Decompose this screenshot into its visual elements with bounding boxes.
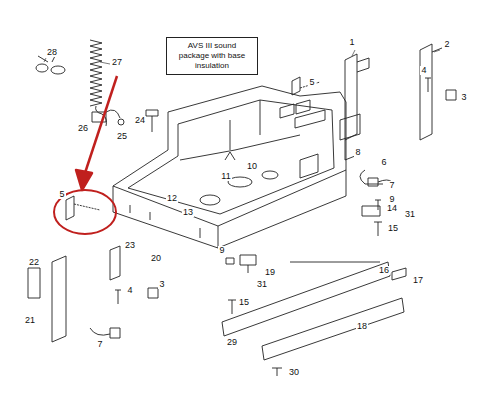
callout-number: 9 — [218, 246, 225, 255]
bracket-part — [66, 196, 100, 220]
screw-part — [272, 368, 282, 376]
callout-number: 23 — [124, 241, 136, 250]
clip-part — [362, 206, 380, 216]
base-tray — [113, 86, 346, 248]
callout-number: 15 — [387, 224, 399, 233]
callout-number: 4 — [420, 66, 427, 75]
screw-part — [146, 110, 158, 132]
latch-part — [28, 268, 40, 298]
screw-part — [115, 290, 121, 304]
clip-part — [148, 288, 158, 298]
callout-number: 15 — [238, 298, 250, 307]
title-box: AVS III sound package with base insulati… — [166, 37, 258, 75]
callout-number: 4 — [126, 286, 133, 295]
callout-number: 2 — [443, 40, 450, 49]
callout-number: 28 — [46, 48, 58, 57]
callout-number: 31 — [256, 280, 268, 289]
callout-number: 3 — [158, 280, 165, 289]
side-bracket — [52, 256, 66, 342]
terminal-block — [295, 110, 360, 140]
box-caption: AVS III sound package with base insulati… — [172, 41, 252, 71]
screw-part — [425, 78, 431, 92]
bracket-part — [292, 77, 320, 95]
callout-number: 29 — [226, 338, 238, 347]
callout-number: 7 — [388, 181, 395, 190]
wire-part — [360, 170, 383, 184]
callout-number: 17 — [412, 276, 424, 285]
callout-number: 30 — [288, 368, 300, 377]
screw-part — [374, 222, 382, 236]
kick-plate — [222, 262, 390, 336]
highlight-arrow — [54, 76, 117, 234]
callout-number: 9 — [388, 195, 395, 204]
callout-number: 11 — [220, 172, 231, 181]
side-bracket — [420, 44, 442, 140]
rod-part — [290, 262, 380, 263]
callout-number: 13 — [182, 208, 194, 217]
bracket-part — [110, 246, 120, 280]
clip-part — [446, 90, 456, 100]
valve-part — [240, 255, 256, 273]
side-bracket — [345, 54, 369, 160]
kick-plate — [262, 298, 404, 360]
callout-number: 27 — [111, 58, 123, 67]
callout-number: 20 — [150, 254, 162, 263]
clamp-part — [36, 56, 65, 74]
spring-coil — [90, 40, 102, 106]
callout-number: 5 — [308, 78, 315, 87]
screw-part — [228, 300, 236, 314]
callout-number: 16 — [378, 266, 390, 275]
callout-number: 19 — [264, 268, 276, 277]
callout-number: 5 — [58, 190, 65, 199]
callout-number: 31 — [404, 210, 416, 219]
callout-number: 22 — [28, 258, 40, 267]
callout-number: 10 — [246, 162, 258, 171]
callout-number: 7 — [96, 340, 103, 349]
callout-number: 1 — [348, 38, 355, 47]
foot-part — [392, 268, 406, 280]
callout-number: 24 — [134, 116, 146, 125]
callout-number: 18 — [356, 322, 368, 331]
callout-number: 25 — [116, 132, 128, 141]
callout-number: 26 — [77, 124, 89, 133]
callout-number: 8 — [354, 148, 361, 157]
callout-number: 12 — [166, 194, 178, 203]
callout-number: 3 — [460, 93, 467, 102]
callout-number: 6 — [380, 158, 387, 167]
clip-part — [226, 258, 234, 264]
float-switch — [92, 110, 124, 125]
switch-part — [90, 328, 120, 338]
callout-number: 14 — [386, 204, 398, 213]
callout-number: 21 — [24, 316, 36, 325]
